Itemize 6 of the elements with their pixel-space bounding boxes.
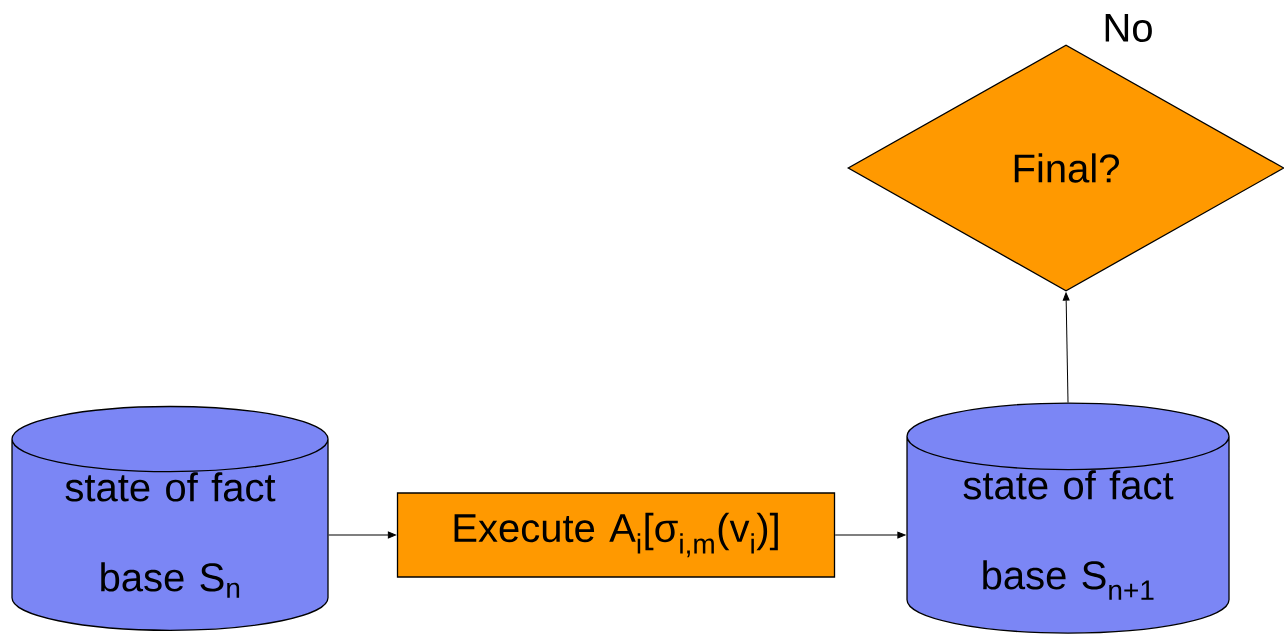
storage-cylinder: state of fact base S$_{n}$: [11, 405, 329, 631]
arrow: [328, 531, 396, 539]
process-box: Execute A$_{i}$[σ$_{i,m}$(v$_{i}$)]: [396, 492, 836, 578]
arrow: [1062, 292, 1070, 403]
storage-cylinder: state of fact base S$_{n+1}$: [906, 402, 1230, 634]
arrow: [834, 531, 906, 539]
